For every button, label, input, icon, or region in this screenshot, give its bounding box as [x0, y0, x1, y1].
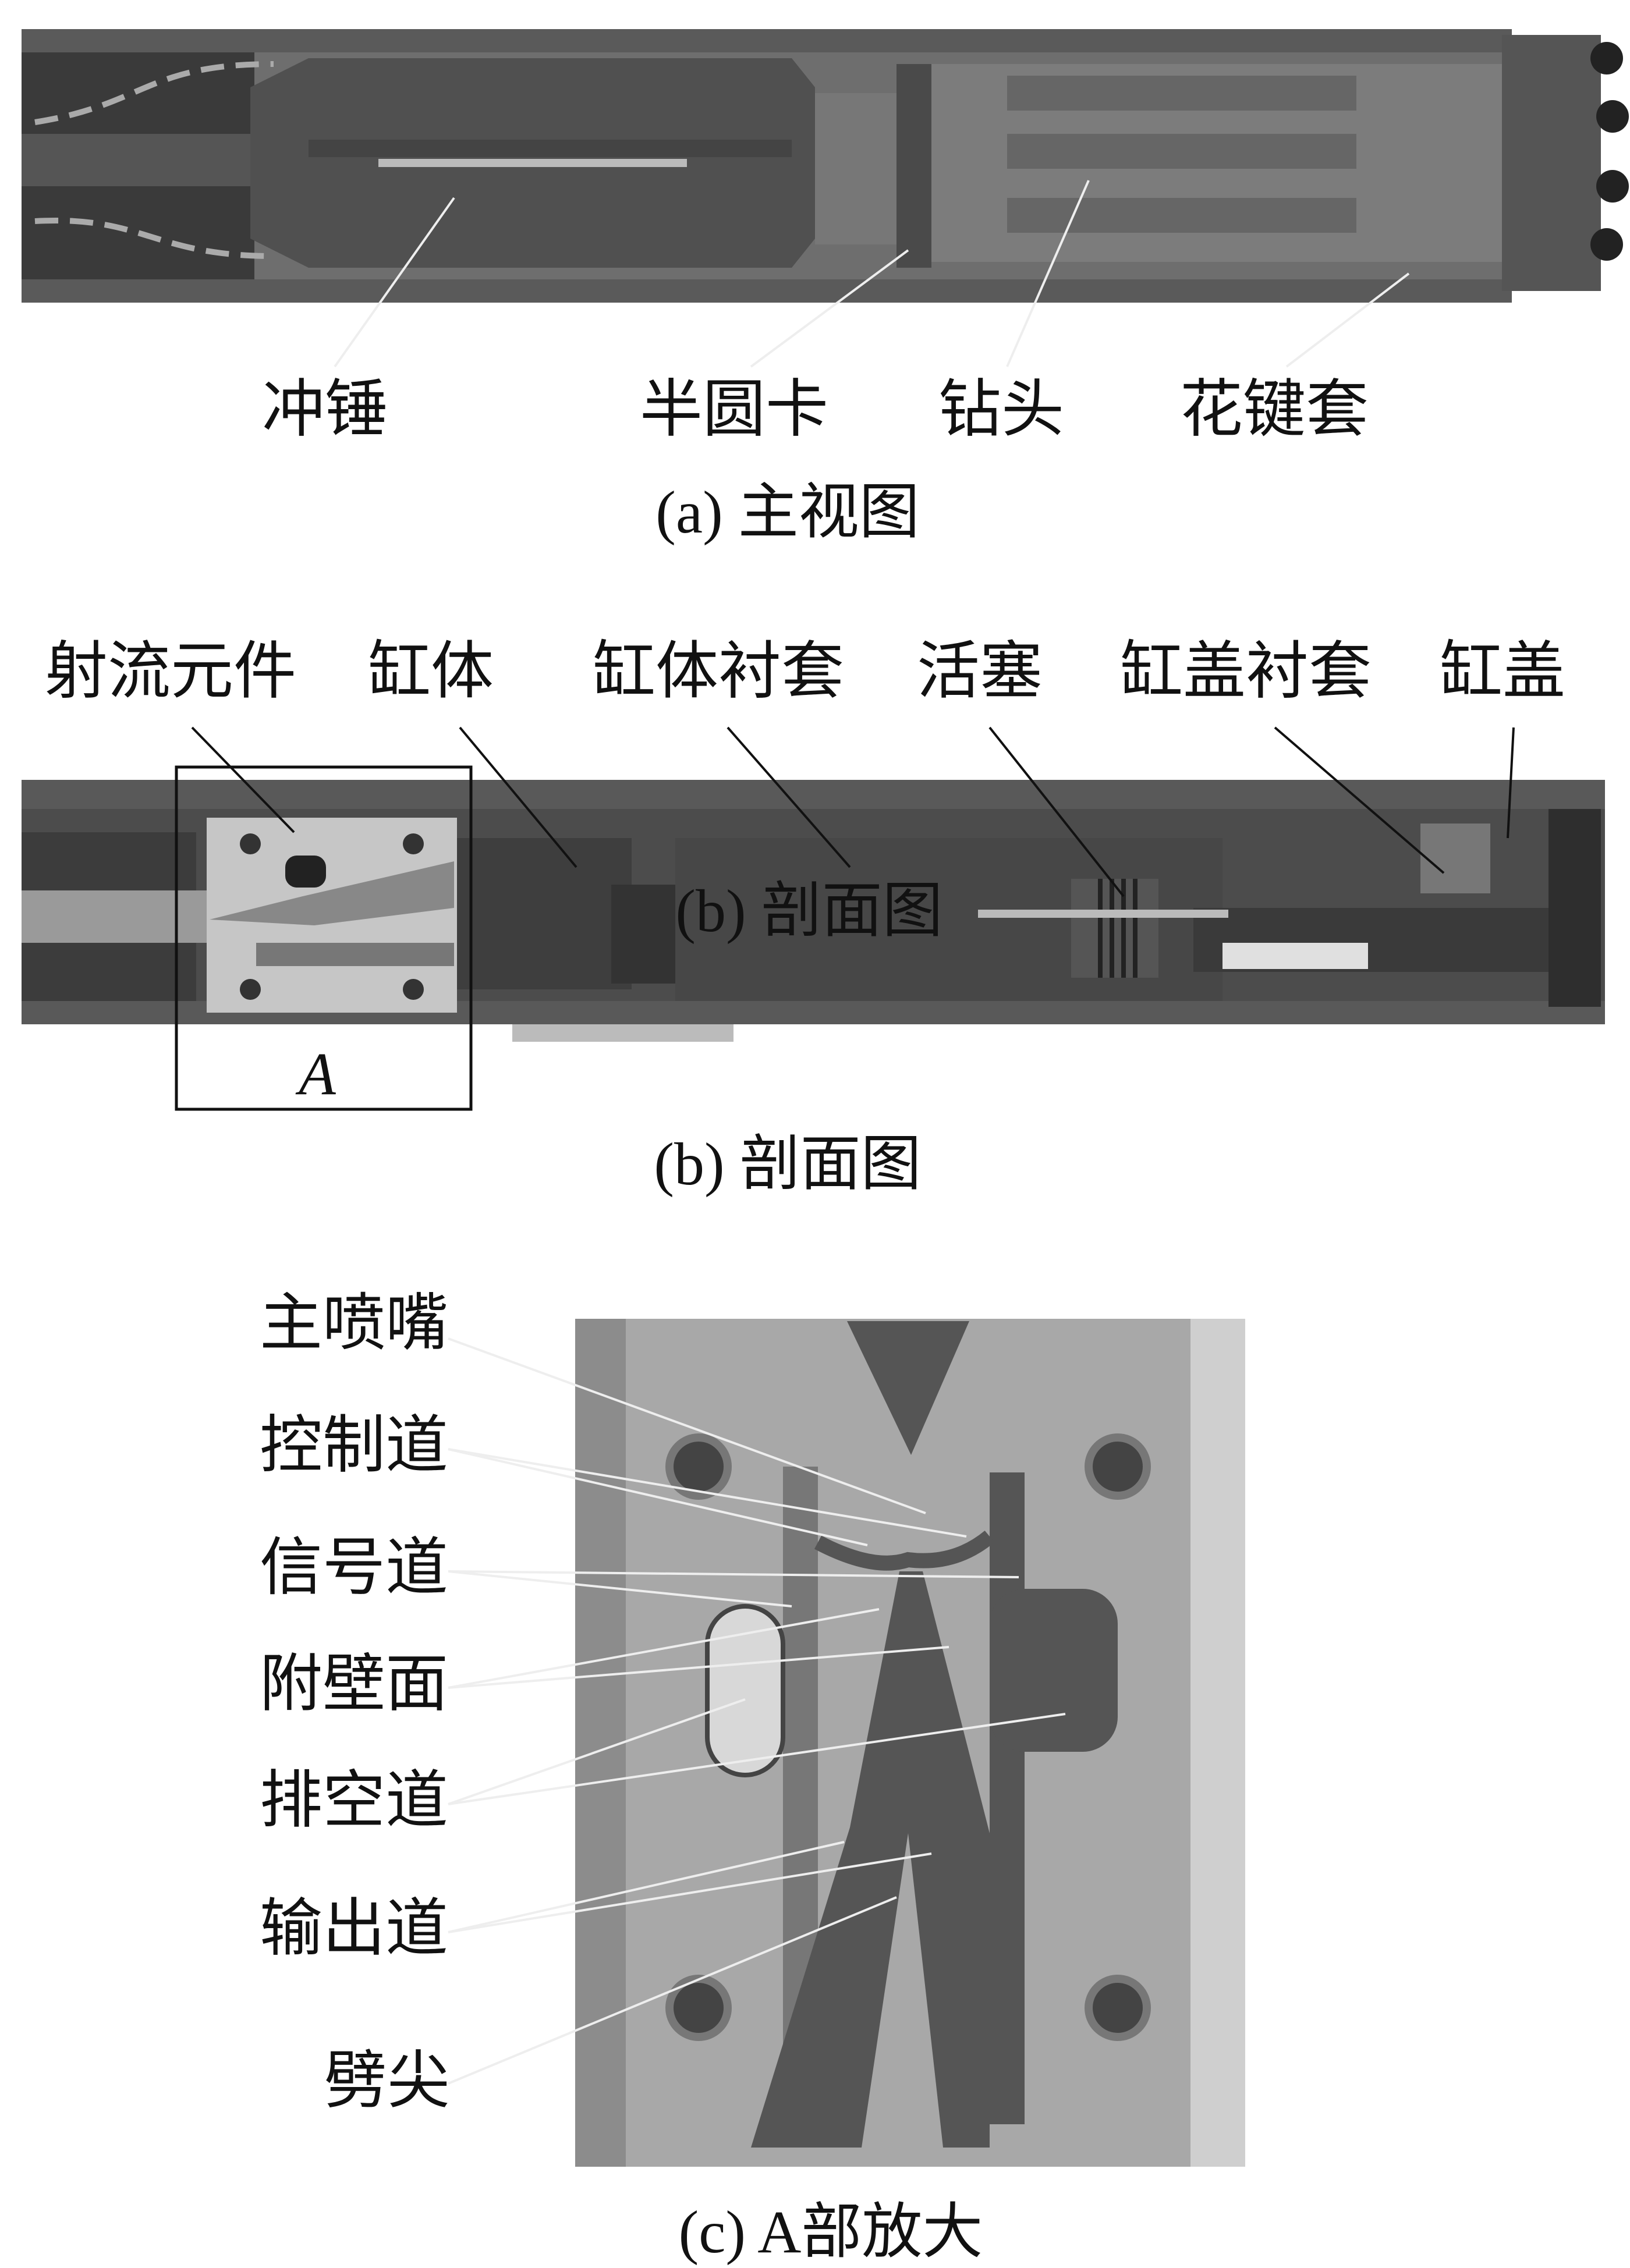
half-ring — [897, 64, 931, 268]
panel-b-section-view: 射流元件 缸体 缸体衬套 活塞 缸盖衬套 缸盖 (b) 剖面图 A — [22, 635, 1605, 1198]
label-spline-sleeve: 花键套 — [1180, 373, 1369, 446]
label-cylinder-liner: 缸体衬套 — [593, 635, 844, 708]
label-control-channel: 控制道 — [260, 1409, 448, 1482]
label-main-nozzle: 主喷嘴 — [260, 1287, 448, 1360]
main-nozzle — [847, 1321, 969, 1455]
label-piston: 活塞 — [917, 635, 1043, 708]
label-attachment-wall: 附壁面 — [260, 1648, 448, 1720]
panel-c-detail-a: 主喷嘴 控制道 信号道 附壁面 排空道 输出道 劈尖 (c) A部放大 — [260, 1287, 1245, 2266]
caption-c: (c) A部放大 — [679, 2199, 983, 2266]
label-output-channel: 输出道 — [260, 1892, 448, 1965]
label-drill-bit: 钻头 — [938, 373, 1064, 446]
label-jet-element: 射流元件 — [45, 635, 296, 708]
label-cap-liner: 缸盖衬套 — [1120, 635, 1372, 708]
label-half-ring: 半圆卡 — [640, 373, 828, 446]
detail-box-a — [175, 765, 473, 1111]
caption-a: (a) 主视图 — [655, 479, 919, 546]
label-signal-channel: 信号道 — [260, 1531, 448, 1604]
overlay-caption-b: (b) 剖面图 — [675, 878, 942, 945]
label-cylinder: 缸体 — [368, 635, 494, 708]
detail-box-label: A — [295, 1041, 336, 1108]
label-hammer: 冲锤 — [262, 373, 388, 446]
panel-a-main-view: 冲锤 半圆卡 钻头 花键套 (a) 主视图 — [22, 29, 1629, 546]
label-vent-channel: 排空道 — [260, 1764, 448, 1837]
caption-b: (b) 剖面图 — [654, 1131, 921, 1198]
label-splitter: 劈尖 — [324, 2045, 450, 2117]
label-cylinder-cap: 缸盖 — [1440, 635, 1565, 708]
